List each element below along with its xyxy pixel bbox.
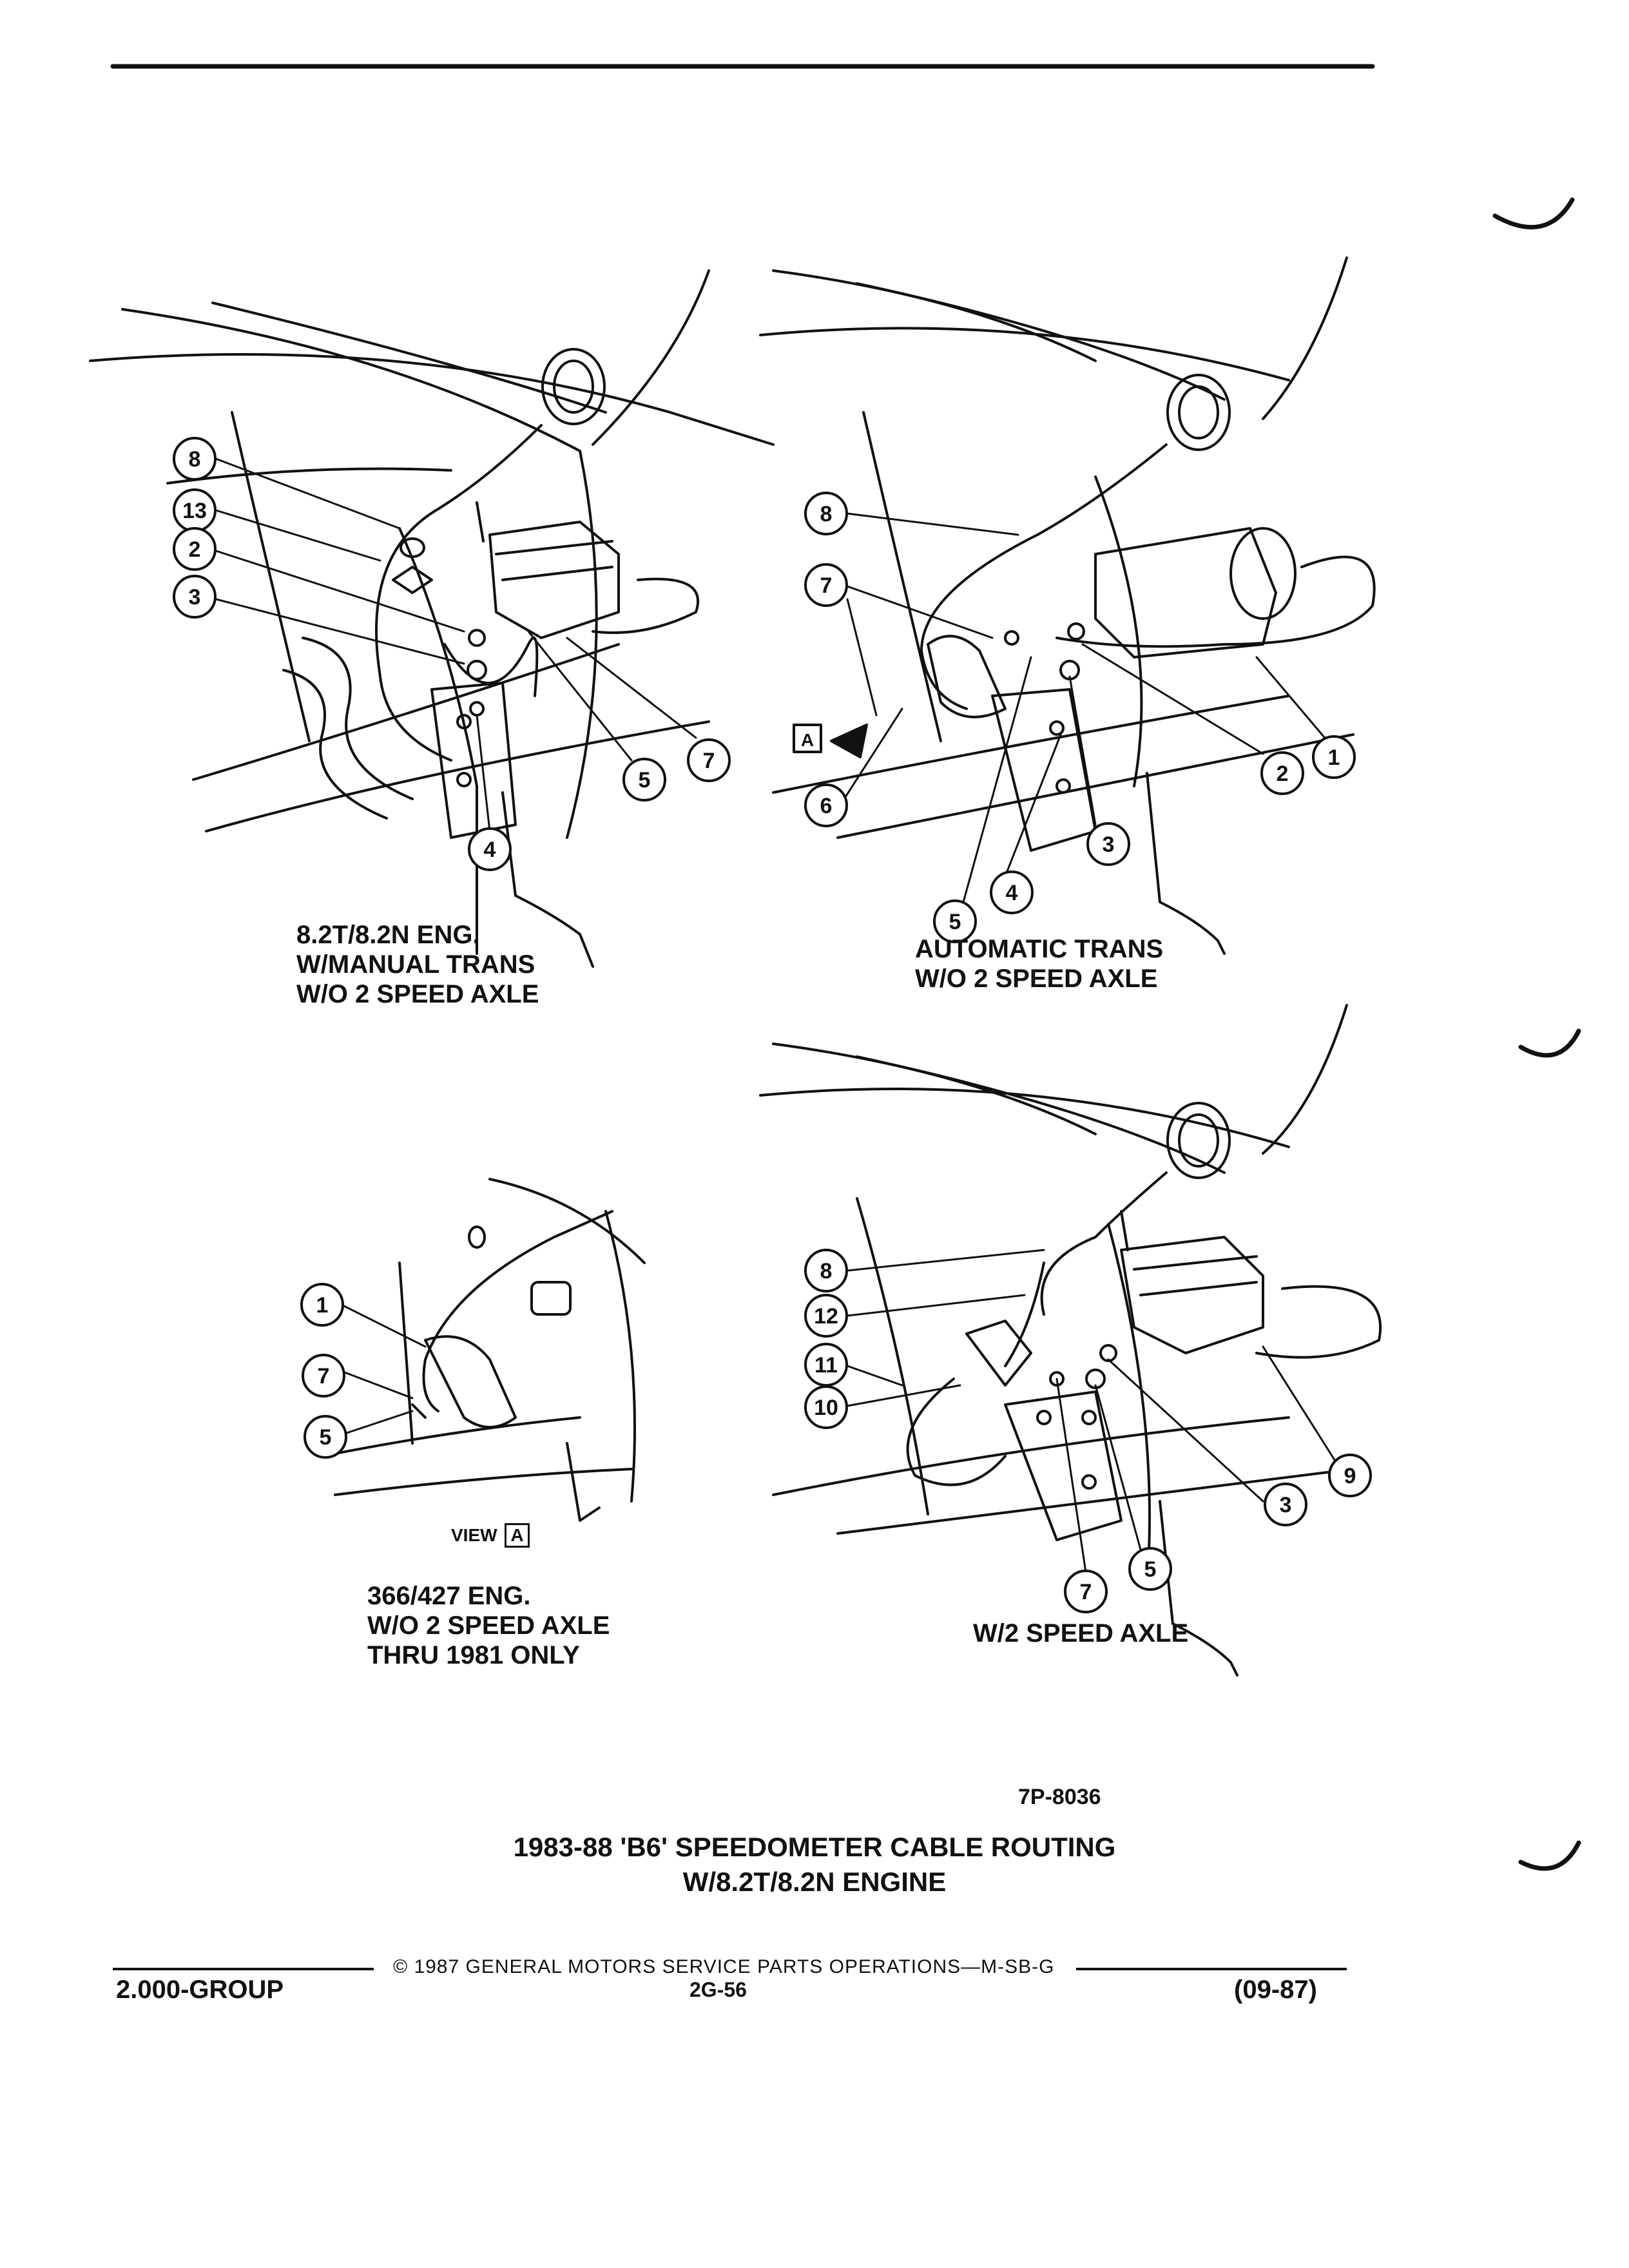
caption-bottom-left: 366/427 ENG. W/O 2 SPEED AXLE THRU 1981 … [367,1582,610,1669]
callout-tl-8: 8 [173,437,217,481]
svg-text:4: 4 [1006,881,1018,905]
callout-tr-5: 5 [933,899,977,943]
svg-text:6: 6 [820,794,833,818]
callout-br-9: 9 [1328,1454,1372,1497]
callout-br-12: 12 [804,1294,848,1338]
svg-text:7: 7 [703,749,715,773]
top-right-illustration [759,256,1376,955]
callout-bl-1: 1 [300,1283,344,1327]
caption-bottom-right: W/2 SPEED AXLE [973,1619,1189,1648]
svg-text:3: 3 [189,585,201,610]
leader-lines [205,457,1342,1573]
svg-text:4: 4 [484,838,496,862]
callout-tr-4: 4 [990,870,1034,914]
svg-text:1: 1 [1328,745,1340,770]
svg-text:5: 5 [949,910,961,934]
svg-text:7: 7 [318,1364,330,1389]
callout-tr-6: 6 [804,783,848,827]
callout-br-11: 11 [804,1343,848,1387]
svg-text:9: 9 [1344,1464,1356,1488]
callout-tr-3: 3 [1086,822,1130,866]
svg-text:8: 8 [820,502,833,526]
callout-tr-8: 8 [804,492,848,535]
callout-br-3: 3 [1264,1483,1307,1526]
svg-text:8: 8 [820,1259,833,1283]
callout-br-5: 5 [1128,1547,1172,1591]
callout-tl-2: 2 [173,527,217,571]
callout-br-7: 7 [1064,1570,1108,1613]
callout-br-10: 10 [804,1385,848,1429]
svg-text:13: 13 [182,499,207,523]
callouts: 8 13 2 3 4 5 7 8 7 6 5 4 3 2 1 1 7 5 8 1… [173,437,1372,1613]
svg-text:3: 3 [1280,1493,1292,1517]
margin-mark [1492,197,1575,230]
callout-tl-4: 4 [468,827,512,871]
svg-text:5: 5 [320,1425,332,1450]
svg-text:1: 1 [316,1293,329,1318]
svg-text:11: 11 [815,1353,838,1378]
callout-tl-3: 3 [173,575,217,619]
top-left-illustration [89,269,775,968]
callout-tl-5: 5 [622,758,666,802]
callout-tr-7: 7 [804,563,848,607]
view-label: VIEW A [451,1523,530,1548]
view-marker-letter: A [801,730,814,750]
svg-text:10: 10 [814,1396,838,1420]
callout-label: 8 [189,447,201,472]
bottom-left-illustration [321,1178,646,1522]
footer-copyright: © 1987 GENERAL MOTORS SERVICE PARTS OPER… [393,1956,1055,1977]
callout-br-8: 8 [804,1249,848,1293]
margin-mark [1518,1028,1581,1058]
footer-group: 2.000-GROUP [116,1975,284,2004]
callout-bl-7: 7 [302,1354,345,1398]
svg-text:2: 2 [189,537,201,562]
callout-tl-7: 7 [687,738,731,782]
view-letter-box: A [505,1523,530,1548]
footer-page: 2G-56 [689,1978,747,2001]
svg-text:5: 5 [1144,1557,1157,1582]
svg-text:2: 2 [1277,762,1289,786]
svg-text:3: 3 [1103,832,1115,857]
figure-code: 7P-8036 [1018,1785,1101,1809]
caption-top-left: 8.2T/8.2N ENG. W/MANUAL TRANS W/O 2 SPEE… [296,921,539,1008]
callout-tr-1: 1 [1312,735,1356,779]
svg-text:7: 7 [820,573,833,598]
margin-mark [1518,1840,1581,1871]
caption-top-right: AUTOMATIC TRANS W/O 2 SPEED AXLE [915,935,1164,993]
figure-title: 1983-88 'B6' SPEEDOMETER CABLE ROUTING W… [513,1832,1116,1897]
svg-text:5: 5 [639,768,651,793]
footer-date: (09-87) [1234,1975,1317,2004]
svg-text:12: 12 [814,1304,838,1329]
callout-tr-2: 2 [1260,751,1304,795]
callout-bl-5: 5 [304,1415,347,1459]
svg-text:7: 7 [1080,1580,1092,1604]
